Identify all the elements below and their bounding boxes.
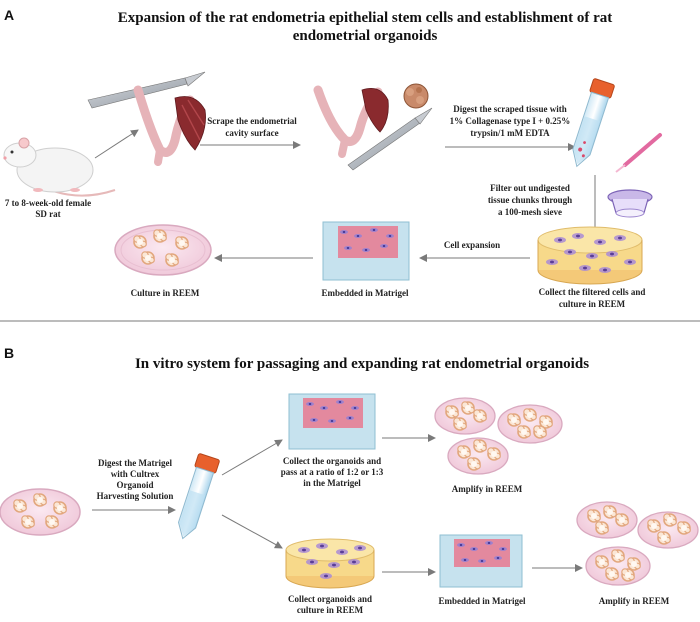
digest-label-line3: trypsin/1 mM EDTA [470, 128, 550, 138]
pass-label-line2: pass at a ratio of 1:2 or 1:3 [281, 467, 384, 477]
collect-label-line1: Collect the filtered cells and [539, 287, 646, 297]
scrape-label-line2: cavity surface [225, 128, 278, 138]
digest-label-line1: Digest the scraped tissue with [453, 104, 567, 114]
organoid-dishes-bottom [576, 501, 699, 586]
culture-dish-cells-a [537, 226, 643, 285]
cell-expansion-label: Cell expansion [444, 240, 500, 250]
pass-label-line1: Collect the organoids and [283, 456, 381, 466]
pass-label-line3: in the Matrigel [303, 478, 361, 488]
embedded-b-label: Embedded in Matrigel [439, 596, 526, 606]
culture-label-a: Culture in REEM [131, 288, 200, 298]
panel-b-letter: B [4, 345, 14, 361]
culture-dish-cells-b [285, 538, 375, 589]
uterus-with-scalpel [87, 71, 206, 166]
rat-label-line1: 7 to 8-week-old female [5, 198, 91, 208]
embedded-label-a: Embedded in Matrigel [322, 288, 409, 298]
filter-label-line1: Filter out undigested [490, 183, 570, 193]
arrow-rat-to-uterus [94, 129, 139, 159]
amplify-bottom-label: Amplify in REEM [599, 596, 670, 606]
digest-b-line3: Organoid [116, 480, 153, 490]
collect-b-line2: culture in REEM [297, 605, 364, 615]
pipette [615, 133, 662, 173]
rat-illustration [3, 137, 116, 197]
matrigel-block-a [322, 221, 410, 281]
matrigel-block-b-top [288, 393, 376, 450]
scraped-uterus [313, 83, 433, 171]
filter-label-line3: a 100-mesh sieve [498, 207, 562, 217]
digest-b-line2: with Cultrex [111, 469, 160, 479]
arrow-branch-down [221, 514, 283, 549]
digest-b-line4: Harvesting Solution [97, 491, 174, 501]
centrifuge-tube-a [572, 78, 615, 168]
organoid-dishes-top [434, 397, 563, 475]
cell-strainer [607, 189, 653, 218]
amplify-top-label: Amplify in REEM [452, 484, 523, 494]
collect-b-line1: Collect organoids and [288, 594, 372, 604]
centrifuge-tube-b [177, 453, 220, 540]
panel-b-title: In vitro system for passaging and expand… [135, 356, 589, 372]
rat-label-line2: SD rat [35, 209, 60, 219]
panel-a-title-line2: endometrial organoids [293, 28, 438, 44]
panel-a-letter: A [4, 7, 14, 23]
scrape-label-line1: Scrape the endometrial [207, 116, 297, 126]
organoid-dish-b-start [0, 488, 81, 536]
organoid-dish-a [114, 224, 212, 276]
collect-label-line2: culture in REEM [559, 299, 626, 309]
matrigel-block-b-bottom [439, 534, 523, 588]
digest-b-line1: Digest the Matrigel [98, 458, 172, 468]
filter-label-line2: tissue chunks through [488, 195, 572, 205]
panel-a-title-line1: Expansion of the rat endometria epitheli… [118, 10, 613, 26]
digest-label-line2: 1% Collagenase type I + 0.25% [450, 116, 571, 126]
arrow-branch-up [221, 439, 283, 476]
